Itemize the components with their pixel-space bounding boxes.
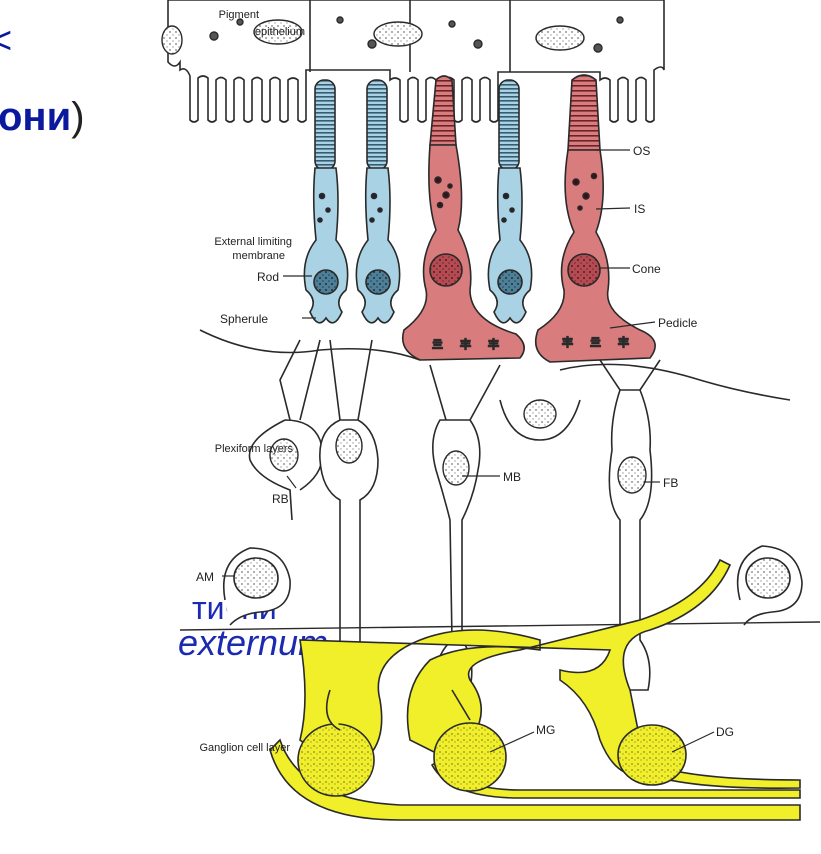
label-rb: RB <box>272 492 289 506</box>
label-dg: DG <box>716 725 734 739</box>
label-cone: Cone <box>632 262 661 276</box>
label-am: AM <box>196 570 214 584</box>
label-spherule: Spherule <box>220 312 268 326</box>
label-os: OS <box>633 144 650 158</box>
svg-text:丰: 丰 <box>562 336 573 349</box>
label-pigment-epithelium-line1: Pigment <box>219 9 259 21</box>
bipolar-cells <box>200 330 790 740</box>
label-mg: MG <box>536 723 555 737</box>
label-ganglion-cell-layer: Ganglion cell layer <box>200 742 291 754</box>
svg-text:丰: 丰 <box>618 336 629 349</box>
svg-text:丰: 丰 <box>460 338 471 351</box>
label-pedicle: Pedicle <box>658 316 698 330</box>
rod-cell-2 <box>356 80 399 323</box>
rod-cell-1 <box>304 80 347 323</box>
label-is: IS <box>634 202 645 216</box>
amacrine-cells <box>180 546 820 630</box>
svg-text:亖: 亖 <box>590 337 601 349</box>
svg-text:亖: 亖 <box>432 339 443 351</box>
label-fb: FB <box>663 476 678 490</box>
svg-text:丰: 丰 <box>488 338 499 351</box>
label-external-limiting-line2: membrane <box>232 250 285 262</box>
label-plexiform-layers: Plexiform layers <box>215 443 294 455</box>
label-pigment-epithelium-line2: epithelium <box>255 26 305 38</box>
label-mb: MB <box>503 470 521 484</box>
label-rod: Rod <box>257 270 279 284</box>
cone-cell-2: 丰亖丰 <box>536 75 655 362</box>
label-external-limiting-line1: External limiting <box>214 236 292 248</box>
